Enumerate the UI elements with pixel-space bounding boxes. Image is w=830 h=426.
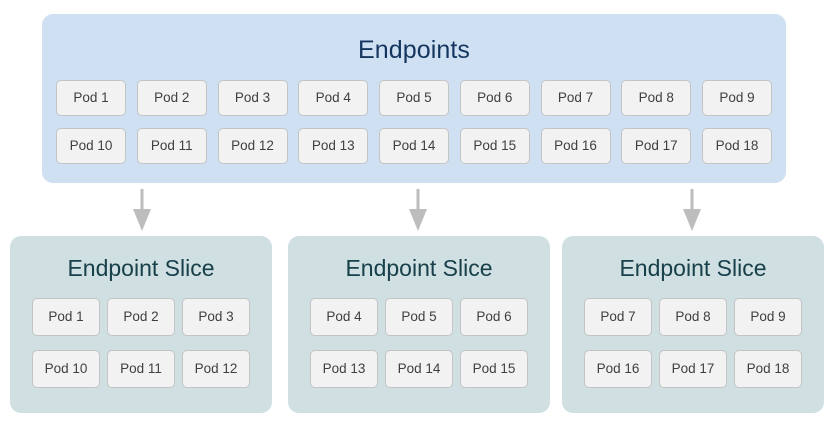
slice-title: Endpoint Slice bbox=[619, 255, 767, 281]
pod-chip: Pod 10 bbox=[56, 128, 126, 164]
slice-pod-grid: Pod 1 Pod 2 Pod 3 Pod 10 Pod 11 Pod 12 bbox=[32, 298, 250, 402]
pod-chip: Pod 4 bbox=[310, 298, 378, 336]
pod-chip: Pod 12 bbox=[182, 350, 250, 388]
endpoint-slice-panel-1: Endpoint Slice Pod 1 Pod 2 Pod 3 Pod 10 … bbox=[10, 236, 272, 413]
endpoint-slice-panel-2: Endpoint Slice Pod 4 Pod 5 Pod 6 Pod 13 … bbox=[288, 236, 550, 413]
slice-title: Endpoint Slice bbox=[345, 255, 493, 281]
pod-chip: Pod 9 bbox=[702, 80, 772, 116]
endpoints-pod-row-1: Pod 1 Pod 2 Pod 3 Pod 4 Pod 5 Pod 6 Pod … bbox=[56, 80, 772, 116]
pod-chip: Pod 6 bbox=[460, 298, 528, 336]
pod-chip: Pod 14 bbox=[379, 128, 449, 164]
endpoints-panel: Endpoints Pod 1 Pod 2 Pod 3 Pod 4 Pod 5 … bbox=[42, 14, 786, 183]
pod-chip: Pod 7 bbox=[584, 298, 652, 336]
pod-chip: Pod 12 bbox=[217, 128, 288, 164]
pod-chip: Pod 16 bbox=[584, 350, 652, 388]
pod-chip: Pod 17 bbox=[621, 128, 692, 164]
pod-chip: Pod 5 bbox=[379, 80, 449, 116]
slice-pod-grid: Pod 4 Pod 5 Pod 6 Pod 13 Pod 14 Pod 15 bbox=[310, 298, 528, 402]
pod-chip: Pod 9 bbox=[734, 298, 802, 336]
down-arrow-icon bbox=[681, 189, 703, 231]
pod-chip: Pod 2 bbox=[107, 298, 175, 336]
pod-chip: Pod 5 bbox=[385, 298, 453, 336]
pod-chip: Pod 13 bbox=[298, 128, 369, 164]
pod-chip: Pod 16 bbox=[540, 128, 611, 164]
pod-chip: Pod 3 bbox=[182, 298, 250, 336]
down-arrow-icon bbox=[407, 189, 429, 231]
slice-title: Endpoint Slice bbox=[67, 255, 215, 281]
slice-pod-row-1: Pod 1 Pod 2 Pod 3 bbox=[32, 298, 250, 336]
slice-pod-row-1: Pod 7 Pod 8 Pod 9 bbox=[584, 298, 802, 336]
pod-chip: Pod 13 bbox=[310, 350, 378, 388]
endpoint-slice-panel-3: Endpoint Slice Pod 7 Pod 8 Pod 9 Pod 16 … bbox=[562, 236, 824, 413]
slice-pod-row-2: Pod 16 Pod 17 Pod 18 bbox=[584, 350, 802, 388]
endpoints-pod-grid: Pod 1 Pod 2 Pod 3 Pod 4 Pod 5 Pod 6 Pod … bbox=[56, 80, 772, 176]
slice-pod-grid: Pod 7 Pod 8 Pod 9 Pod 16 Pod 17 Pod 18 bbox=[584, 298, 802, 402]
pod-chip: Pod 6 bbox=[459, 80, 530, 116]
endpoints-title: Endpoints bbox=[357, 36, 471, 64]
pod-chip: Pod 17 bbox=[659, 350, 727, 388]
pod-chip: Pod 10 bbox=[32, 350, 100, 388]
slice-pod-row-2: Pod 10 Pod 11 Pod 12 bbox=[32, 350, 250, 388]
pod-chip: Pod 18 bbox=[734, 350, 802, 388]
pod-chip: Pod 15 bbox=[459, 128, 530, 164]
pod-chip: Pod 8 bbox=[621, 80, 692, 116]
pod-chip: Pod 7 bbox=[540, 80, 611, 116]
pod-chip: Pod 4 bbox=[298, 80, 369, 116]
slice-pod-row-1: Pod 4 Pod 5 Pod 6 bbox=[310, 298, 528, 336]
slice-pod-row-2: Pod 13 Pod 14 Pod 15 bbox=[310, 350, 528, 388]
pod-chip: Pod 3 bbox=[217, 80, 288, 116]
pod-chip: Pod 1 bbox=[32, 298, 100, 336]
pod-chip: Pod 18 bbox=[702, 128, 772, 164]
down-arrow-icon bbox=[131, 189, 153, 231]
pod-chip: Pod 1 bbox=[56, 80, 126, 116]
pod-chip: Pod 15 bbox=[460, 350, 528, 388]
pod-chip: Pod 2 bbox=[136, 80, 207, 116]
pod-chip: Pod 11 bbox=[136, 128, 207, 164]
endpoints-pod-row-2: Pod 10 Pod 11 Pod 12 Pod 13 Pod 14 Pod 1… bbox=[56, 128, 772, 164]
pod-chip: Pod 8 bbox=[659, 298, 727, 336]
pod-chip: Pod 11 bbox=[107, 350, 175, 388]
pod-chip: Pod 14 bbox=[385, 350, 453, 388]
